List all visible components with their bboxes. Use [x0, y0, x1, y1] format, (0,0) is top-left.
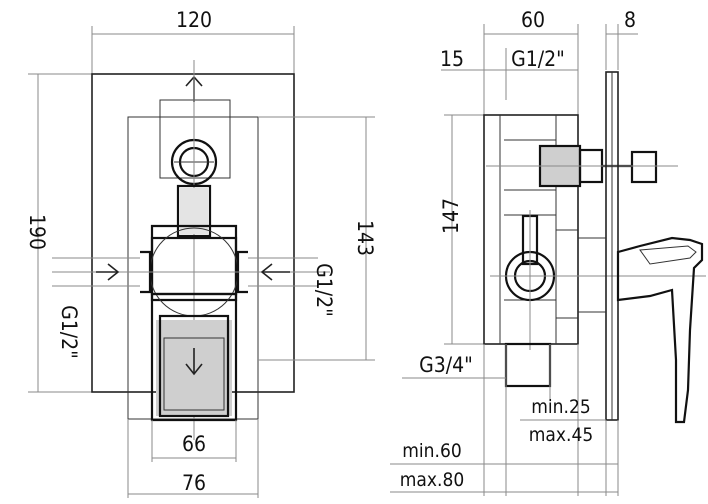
dim-76: 76 — [182, 471, 206, 495]
dim-60: 60 — [521, 8, 545, 32]
thread-top-label: G1/2" — [511, 47, 565, 71]
thread-left-label: G1/2" — [57, 305, 81, 359]
dim-15: 15 — [440, 47, 464, 71]
thread-right-label: G1/2" — [312, 263, 336, 317]
front-view: 120 190 143 — [25, 8, 377, 498]
min-25-label: min.25 — [531, 396, 590, 418]
min-60-label: min.60 — [402, 440, 461, 462]
dim-147: 147 — [439, 198, 463, 234]
max-45-label: max.45 — [529, 424, 593, 446]
dim-120: 120 — [176, 8, 212, 32]
side-view: 60 8 15 G1/2" 147 — [390, 8, 706, 496]
thread-bottom-label: G3/4" — [419, 353, 473, 377]
max-80-label: max.80 — [400, 469, 464, 491]
dim-66: 66 — [182, 432, 206, 456]
dim-190: 190 — [25, 214, 49, 250]
dim-8: 8 — [624, 8, 636, 32]
dim-143: 143 — [353, 220, 377, 256]
